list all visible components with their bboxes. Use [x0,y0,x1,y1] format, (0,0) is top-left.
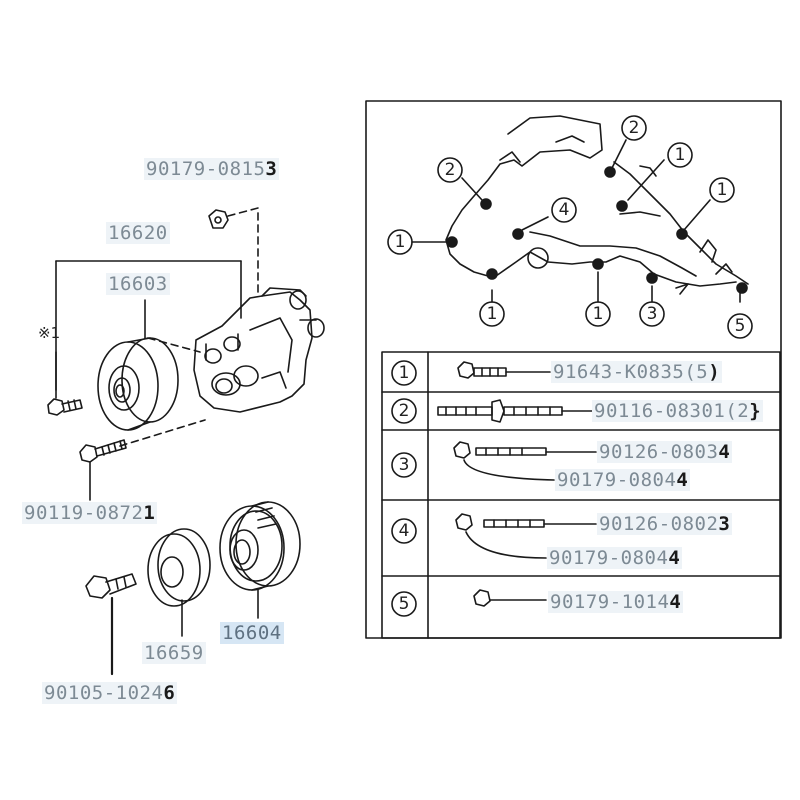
part-number-text: 90179-0804 [557,469,677,491]
part-number-text: 90116-08301 [594,400,726,422]
part-number-suffix: 4 [668,547,681,569]
callout-number: 5 [734,316,746,336]
table-row-index: 4 [398,521,410,541]
part-qty: (5 [684,361,709,383]
part-number-suffix: 4 [676,469,689,491]
part-number-suffix: 4 [669,591,682,613]
fastener-table [381,351,781,639]
callout-number: 1 [674,145,686,165]
table-row-index: 1 [398,363,410,383]
part-number-suffix: } [749,400,762,422]
part-number-text: 16659 [144,642,204,664]
callout-number: 1 [394,232,406,252]
engine-cover [445,115,749,295]
table-part-90179-10144[interactable]: 90179-10144 [548,591,684,613]
nut-part [208,209,229,229]
note-marker: ※1 [38,324,61,342]
part-label-16604[interactable]: 16604 [220,622,284,644]
dashed-guide [227,207,259,297]
fastener-row5 [473,589,547,607]
part-label-16659[interactable]: 16659 [142,642,206,664]
part-number-text: 90179-1014 [550,591,670,613]
callout-number: 1 [486,304,498,324]
idler-pulley [97,337,179,431]
washer-16659 [147,528,211,607]
bolt-90105 [85,573,137,599]
table-row-index: 3 [398,455,410,475]
part-number-text: 90126-0803 [599,441,719,463]
part-number-suffix: ) [708,361,721,383]
part-number-text: 16604 [222,622,282,644]
part-number-text: 90119-0872 [24,502,144,524]
table-part-90126-08023[interactable]: 90126-08023 [597,513,733,535]
fastener-row3 [453,441,597,481]
table-part-91643-K0835[interactable]: 91643-K0835(5) [551,361,723,383]
table-row-index: 2 [398,401,410,421]
table-part-90179-08044-b[interactable]: 90179-08044 [547,547,683,569]
part-number-text: 16620 [108,222,168,244]
part-number-text: 90126-0802 [599,513,719,535]
bolt-note1 [47,398,83,416]
part-number-text: 90179-0804 [549,547,669,569]
part-label-16620[interactable]: 16620 [106,222,170,244]
part-number-text: 90179-0815 [146,158,266,180]
part-number-suffix: 4 [718,441,731,463]
callout-number: 3 [646,304,658,324]
idler-bracket [193,287,325,413]
fastener-row1 [457,361,551,379]
fastener-row4 [455,513,597,559]
table-part-90116-08301[interactable]: 90116-08301(2} [592,400,764,422]
fastener-row2 [437,399,593,423]
part-number-text: 91643-K0835 [553,361,685,383]
part-number-suffix: 6 [163,682,176,704]
callout-number: 4 [558,200,570,220]
part-number-suffix: 1 [143,502,156,524]
table-part-90179-08044-a[interactable]: 90179-08044 [555,469,691,491]
callout-number: 1 [716,180,728,200]
callout-number: 1 [592,304,604,324]
part-label-90119-08721[interactable]: 90119-08721 [22,502,158,524]
callout-number: 2 [444,160,456,180]
part-label-90105-10246[interactable]: 90105-10246 [42,682,178,704]
callout-number: 2 [628,118,640,138]
bolt-90119 [79,439,127,463]
part-number-suffix: 3 [265,158,278,180]
table-row-index: 5 [398,594,410,614]
table-part-90126-08034[interactable]: 90126-08034 [597,441,733,463]
part-label-90179-08153[interactable]: 90179-08153 [144,158,280,180]
part-number-suffix: 3 [718,513,731,535]
part-number-text: 90105-1024 [44,682,164,704]
part-number-text: 16603 [108,273,168,295]
part-label-16603[interactable]: 16603 [106,273,170,295]
pulley-16604 [219,501,301,591]
part-qty: (2 [725,400,750,422]
